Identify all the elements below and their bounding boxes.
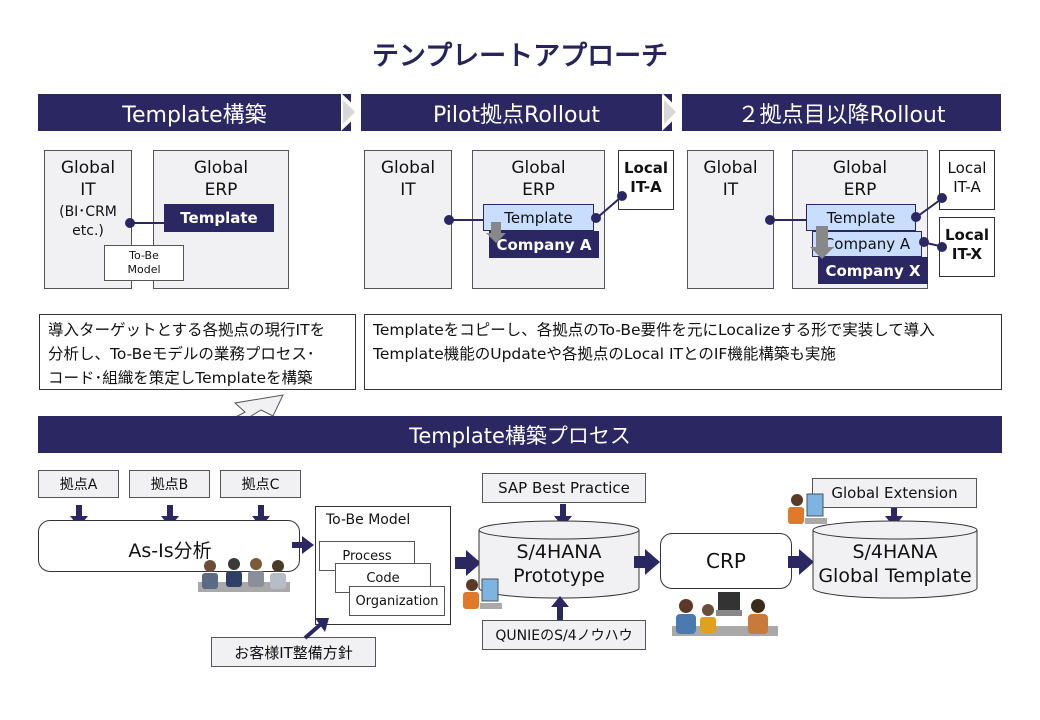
meeting-people-icon [198,558,290,592]
phase-second-rollout: ２拠点目以降Rollout [682,94,1001,131]
global-extension: Global Extension [812,478,977,508]
company-x-block: Company X [818,257,928,284]
copy-arrow-icon [810,226,834,259]
tobe-model-title: To-Be Model [326,512,411,528]
template-block: Template [483,204,594,231]
phase-template-build: Template構築 [38,94,351,131]
connector-line [133,222,165,224]
connector-dot [444,215,454,225]
arrow-stem [167,505,173,517]
site-a: 拠点A [38,470,119,498]
tobe-model-doc: To-Be Model [104,245,184,281]
arrow-stem [76,505,82,517]
arrow-right-icon [788,549,814,575]
connector-line [773,219,807,221]
local-it-a-box: Local IT-A [618,150,674,210]
global-erp-label: Global ERP [832,158,888,200]
crp-box: CRP [660,533,792,589]
arrow-up-right-icon [303,618,329,640]
global-erp-label: Global ERP [193,158,249,200]
arrow-stem [258,505,264,517]
connector-dot [765,215,775,225]
desc-rollout: Templateをコピーし、各拠点のTo-Be要件を元にLocalizeする形で… [364,314,1002,390]
global-it-label: Global IT [703,158,758,200]
site-b: 拠点B [129,470,210,498]
global-it-label: Global IT [60,158,116,200]
connector-line [591,191,627,223]
arrow-right-icon [634,549,660,575]
arrow-stem [560,504,566,518]
chevron-right-icon [343,100,355,124]
chevron-right-icon [664,100,676,124]
team-meeting-icon [672,592,778,636]
site-c: 拠点C [220,470,301,498]
phase-pilot-rollout: Pilot拠点Rollout [361,94,672,131]
global-it-box: Global IT [687,150,774,289]
developer-at-pc-icon [788,493,827,524]
arrow-right-icon [455,550,481,576]
s4hana-prototype-cylinder [478,520,640,599]
local-it-a-box: Local IT-A [939,150,995,210]
desc-template-build: 導入ターゲットとする各拠点の現行ITを 分析し、To-Beモデルの業務プロセス･… [39,314,356,390]
company-a-block: Company A [489,231,599,258]
arrow-up-icon [551,596,569,607]
s4hana-prototype-label: S/4HANA Prototype [513,541,605,587]
local-it-x-box: Local IT-X [939,217,995,277]
connector-line [911,193,947,252]
page-title: テンプレートアプローチ [371,41,669,72]
s4hana-global-template-label: S/4HANA Global Template [818,541,972,587]
qunie-know-how: QUNIEのS/4ノウハウ [482,620,646,650]
tobe-organization-doc: Organization [349,586,445,616]
process-title-bar: Template構築プロセス [38,416,1002,453]
process-title: Template構築プロセス [409,423,631,448]
template-block: Template [164,204,274,232]
global-erp-label: Global ERP [511,158,566,200]
connector-line [452,219,484,221]
developer-at-pc-icon [463,578,502,609]
phase-label: ２拠点目以降Rollout [737,102,946,128]
arrow-stem [891,508,897,518]
global-it-sub: (BI･CRM etc.) [59,204,117,239]
s4hana-global-template-cylinder [812,520,978,599]
company-a-block: Company A [812,231,922,257]
global-it-label: Global IT [380,158,436,200]
customer-it-policy: お客様IT整備方針 [211,637,376,667]
global-it-box: Global IT [364,150,452,289]
arrow-right-icon [292,536,314,554]
asis-label: As-Is分析 [128,540,212,562]
connector-dot [125,218,135,228]
copy-arrow-icon [486,222,506,243]
crp-label: CRP [706,549,746,573]
phase-label: Template構築 [122,102,267,128]
sap-best-practice: SAP Best Practice [482,473,646,503]
phase-label: Pilot拠点Rollout [432,102,601,128]
arrow-stem [557,606,563,620]
